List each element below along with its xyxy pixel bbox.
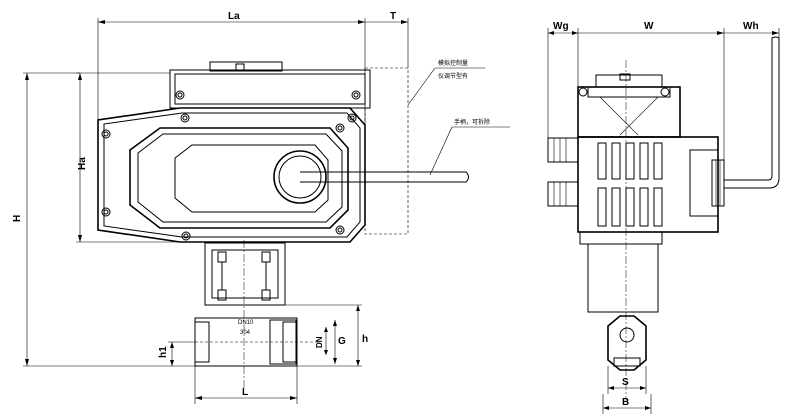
- note-control-line1: 模拟控制量: [438, 59, 468, 67]
- dim-h: h: [362, 334, 368, 345]
- cable-gland-lower: [547, 181, 579, 207]
- dim-T: T: [390, 11, 396, 22]
- dim-h1: h1: [158, 346, 169, 358]
- handwheel-knob: [273, 150, 327, 204]
- body-size-mark: DN10: [238, 320, 254, 326]
- dim-DN: DN: [315, 336, 324, 348]
- dim-Ha: Ha: [77, 157, 88, 170]
- dim-G: G: [338, 336, 346, 347]
- dim-Wg: Wg: [553, 21, 569, 32]
- front-dimensions: La T Ha H h1 DN G h: [12, 11, 510, 404]
- side-handle-lever: [724, 36, 780, 189]
- side-view: [547, 36, 780, 400]
- handle-lever: [300, 171, 469, 183]
- side-valve-hex: [607, 315, 647, 371]
- side-housing-upper: [577, 86, 681, 138]
- note-control-line2: 仪调节型有: [438, 72, 468, 80]
- top-cover: [169, 69, 371, 109]
- dim-W: W: [644, 21, 654, 32]
- side-dimensions: Wg W Wh S B: [547, 21, 780, 414]
- dim-B: B: [622, 397, 629, 408]
- dim-H: H: [12, 215, 23, 222]
- cap: [209, 61, 283, 72]
- side-handwheel-hub: [689, 149, 719, 217]
- mounting-bracket: [204, 242, 286, 306]
- cable-gland-upper: [547, 137, 579, 163]
- cooling-fins: [597, 142, 663, 227]
- note-handle: 手柄，可拆除: [454, 118, 490, 126]
- front-view: DN10 304: [97, 61, 469, 390]
- dim-S: S: [622, 377, 629, 388]
- side-shaft-column: [587, 243, 659, 313]
- body-material-mark: 304: [240, 330, 251, 336]
- dim-L: L: [242, 387, 248, 398]
- dim-Wh: Wh: [743, 21, 759, 32]
- dim-La: La: [228, 11, 240, 22]
